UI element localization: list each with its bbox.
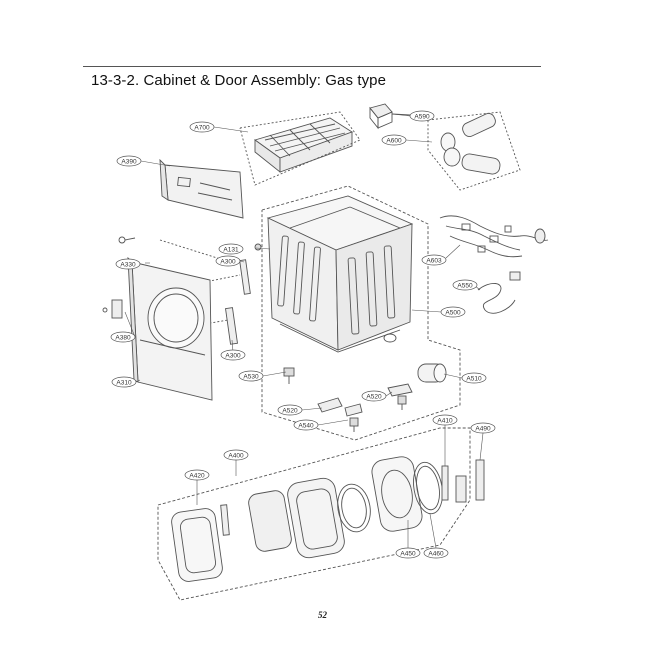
svg-text:A460: A460 xyxy=(428,550,444,557)
svg-text:A520: A520 xyxy=(282,407,298,414)
label-a400: A400 xyxy=(223,449,249,461)
svg-text:A420: A420 xyxy=(189,472,205,479)
front-panel-part xyxy=(102,256,213,401)
label-a450: A450 xyxy=(395,547,421,559)
svg-text:A131: A131 xyxy=(223,246,239,253)
label-a600: A600 xyxy=(381,134,407,146)
svg-text:A300: A300 xyxy=(225,352,241,359)
label-a520-left: A520 xyxy=(277,404,303,416)
label-a300-top: A300 xyxy=(215,255,241,267)
label-a410: A410 xyxy=(432,414,458,426)
power-cord-part xyxy=(477,271,521,314)
label-a380: A380 xyxy=(110,331,136,343)
label-a330: A330 xyxy=(115,258,141,270)
svg-text:A380: A380 xyxy=(115,334,131,341)
label-a540: A540 xyxy=(293,419,319,431)
svg-text:A550: A550 xyxy=(457,282,473,289)
page-title: 13-3-2. Cabinet & Door Assembly: Gas typ… xyxy=(91,72,387,89)
label-a530: A530 xyxy=(238,370,264,382)
svg-text:A300: A300 xyxy=(220,258,236,265)
label-a550: A550 xyxy=(452,279,478,291)
label-a700: A700 xyxy=(189,121,215,133)
label-a460: A460 xyxy=(423,547,449,559)
exhaust-duct-part xyxy=(427,111,521,191)
label-a590: A590 xyxy=(409,110,435,122)
svg-text:A600: A600 xyxy=(386,137,402,144)
svg-text:A330: A330 xyxy=(120,261,136,268)
label-a520-right: A520 xyxy=(361,390,387,402)
svg-text:A390: A390 xyxy=(121,158,137,165)
svg-text:A400: A400 xyxy=(228,452,244,459)
svg-text:A530: A530 xyxy=(243,373,259,380)
svg-text:A410: A410 xyxy=(437,417,453,424)
wire-harness-part xyxy=(439,215,549,258)
duct-bracket-part xyxy=(369,103,411,130)
page-number: 52 xyxy=(318,610,327,620)
label-a490: A490 xyxy=(470,422,496,434)
label-a390: A390 xyxy=(116,155,142,167)
svg-text:A540: A540 xyxy=(298,422,314,429)
svg-text:A700: A700 xyxy=(194,124,210,131)
duct-part xyxy=(417,363,447,383)
label-a420: A420 xyxy=(184,469,210,481)
label-a310: A310 xyxy=(111,376,137,388)
label-a500: A500 xyxy=(440,306,466,318)
label-a510: A510 xyxy=(461,372,487,384)
leveling-feet-part xyxy=(283,367,413,432)
svg-text:A450: A450 xyxy=(400,550,416,557)
label-a300-bottom: A300 xyxy=(220,349,246,361)
svg-text:A310: A310 xyxy=(116,379,132,386)
label-a131: A131 xyxy=(218,243,244,255)
svg-text:A500: A500 xyxy=(445,309,461,316)
cabinet-part xyxy=(266,195,414,353)
svg-text:A520: A520 xyxy=(366,393,382,400)
svg-text:A590: A590 xyxy=(414,113,430,120)
top-plate-part xyxy=(239,111,361,186)
control-panel-frame-part xyxy=(159,158,244,219)
svg-text:A603: A603 xyxy=(426,257,442,264)
title-rule xyxy=(83,66,541,67)
door-parts xyxy=(171,456,485,582)
svg-text:A510: A510 xyxy=(466,375,482,382)
svg-text:A490: A490 xyxy=(475,425,491,432)
label-a603: A603 xyxy=(421,254,447,266)
